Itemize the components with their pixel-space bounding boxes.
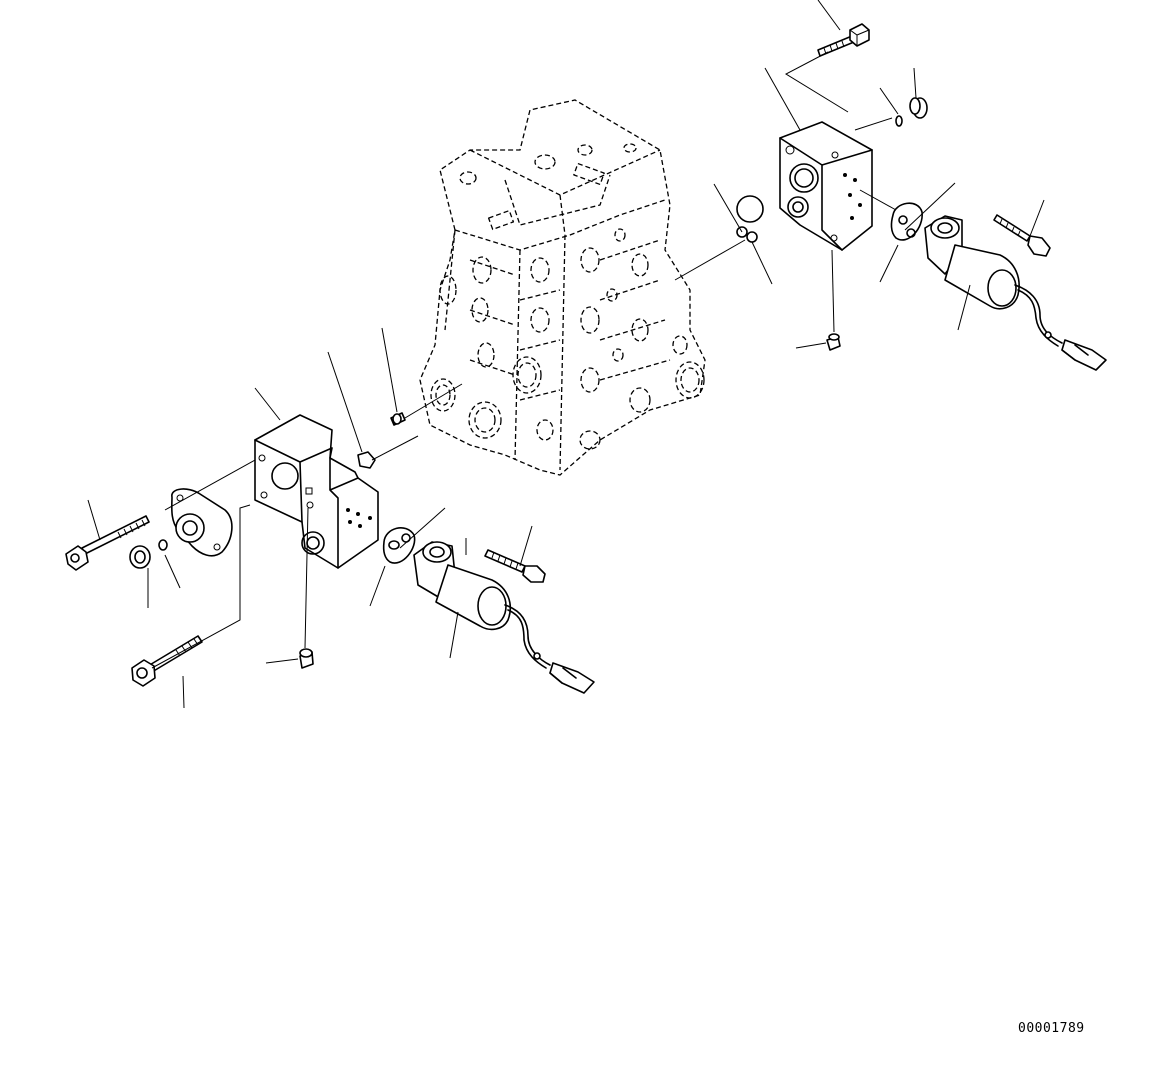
leader-lines — [88, 0, 1044, 708]
lower-long-bolt-bottom — [132, 636, 202, 686]
upper-o-ring-small — [896, 116, 902, 126]
upper-plug — [910, 98, 927, 118]
upper-pin-screw — [827, 334, 840, 350]
drawing-number: 00001789 — [1018, 1021, 1085, 1036]
lower-cap-screw — [391, 413, 405, 425]
upper-solenoid-bolt — [994, 215, 1050, 256]
lower-plug — [130, 546, 150, 568]
upper-gasket — [891, 203, 922, 240]
lower-solenoid-bolt — [485, 550, 545, 582]
upper-solenoid-valve — [925, 216, 1106, 370]
lower-long-bolt-top — [66, 516, 149, 570]
upper-o-rings — [737, 196, 763, 242]
flange-cover — [172, 489, 232, 556]
upper-hex-bolt — [818, 24, 869, 56]
lower-solenoid-valve — [414, 542, 594, 693]
lower-cover-block — [255, 415, 378, 568]
lower-gasket — [384, 528, 415, 563]
lower-seal-plate — [358, 452, 375, 468]
lower-pin-screw — [300, 649, 313, 668]
lower-o-ring-small — [159, 540, 167, 550]
main-valve-body — [420, 100, 705, 475]
upper-cover-block — [780, 122, 872, 250]
